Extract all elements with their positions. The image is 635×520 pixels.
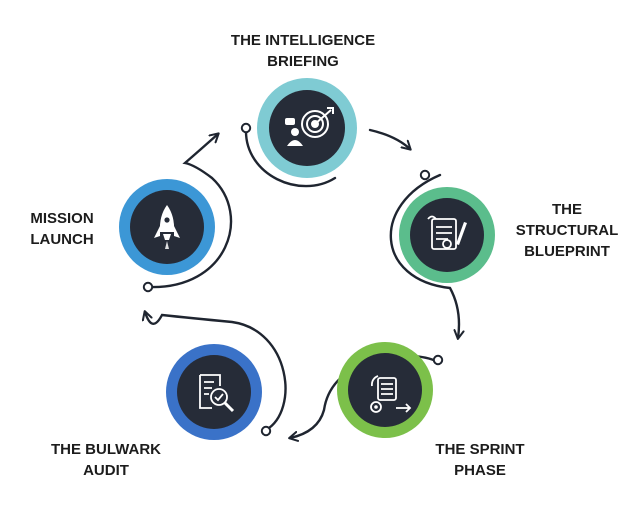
connector-audit-to-launch: [145, 312, 287, 432]
connector-launch-to-briefing: [146, 134, 233, 289]
connector-briefing-to-blueprint: [368, 128, 410, 149]
connector-briefing-tail: [244, 128, 337, 188]
label-blueprint-line-2: STRUCTURAL: [515, 222, 619, 239]
label-blueprint-line-3: BLUEPRINT: [524, 243, 610, 260]
step-launch: [119, 179, 215, 275]
audit-disc: [177, 355, 251, 429]
label-launch-line-1: MISSION: [30, 210, 94, 227]
audit-magnifier-icon: [199, 374, 235, 413]
label-launch: MISSION LAUNCH: [14, 208, 110, 250]
label-sprint-line-1: THE SPRINT: [435, 441, 525, 458]
label-briefing-line-1: THE INTELLIGENCE: [230, 32, 376, 49]
step-sprint: [337, 342, 433, 438]
label-audit-line-2: AUDIT: [83, 462, 129, 479]
step-audit: [166, 344, 262, 440]
rocket-icon: [154, 205, 180, 249]
blueprint-document-icon: [427, 215, 467, 250]
label-blueprint: THE STRUCTURAL BLUEPRINT: [505, 199, 629, 262]
label-briefing: THE INTELLIGENCE BRIEFING: [218, 30, 388, 72]
label-sprint: THE SPRINT PHASE: [426, 439, 534, 481]
label-blueprint-line-1: THE: [552, 201, 582, 218]
blueprint-disc: [410, 198, 484, 272]
endpoint-dot: [432, 354, 444, 366]
sprint-disc: [348, 353, 422, 427]
endpoint-dot: [240, 122, 252, 134]
endpoint-dot: [260, 425, 272, 437]
target-briefing-icon: [285, 107, 334, 146]
sprint-process-icon: [370, 375, 412, 413]
label-launch-line-2: LAUNCH: [30, 231, 94, 248]
connector-blueprint-to-sprint: [389, 173, 459, 338]
endpoint-dot: [419, 169, 431, 181]
step-briefing: [257, 78, 357, 178]
step-blueprint: [399, 187, 495, 283]
connector-endpoints: [142, 122, 444, 437]
label-audit: THE BULWARK AUDIT: [42, 439, 170, 481]
label-sprint-line-2: PHASE: [454, 462, 506, 479]
label-audit-line-1: THE BULWARK: [51, 441, 161, 458]
label-briefing-line-2: BRIEFING: [267, 53, 339, 70]
endpoint-dot: [142, 281, 154, 293]
